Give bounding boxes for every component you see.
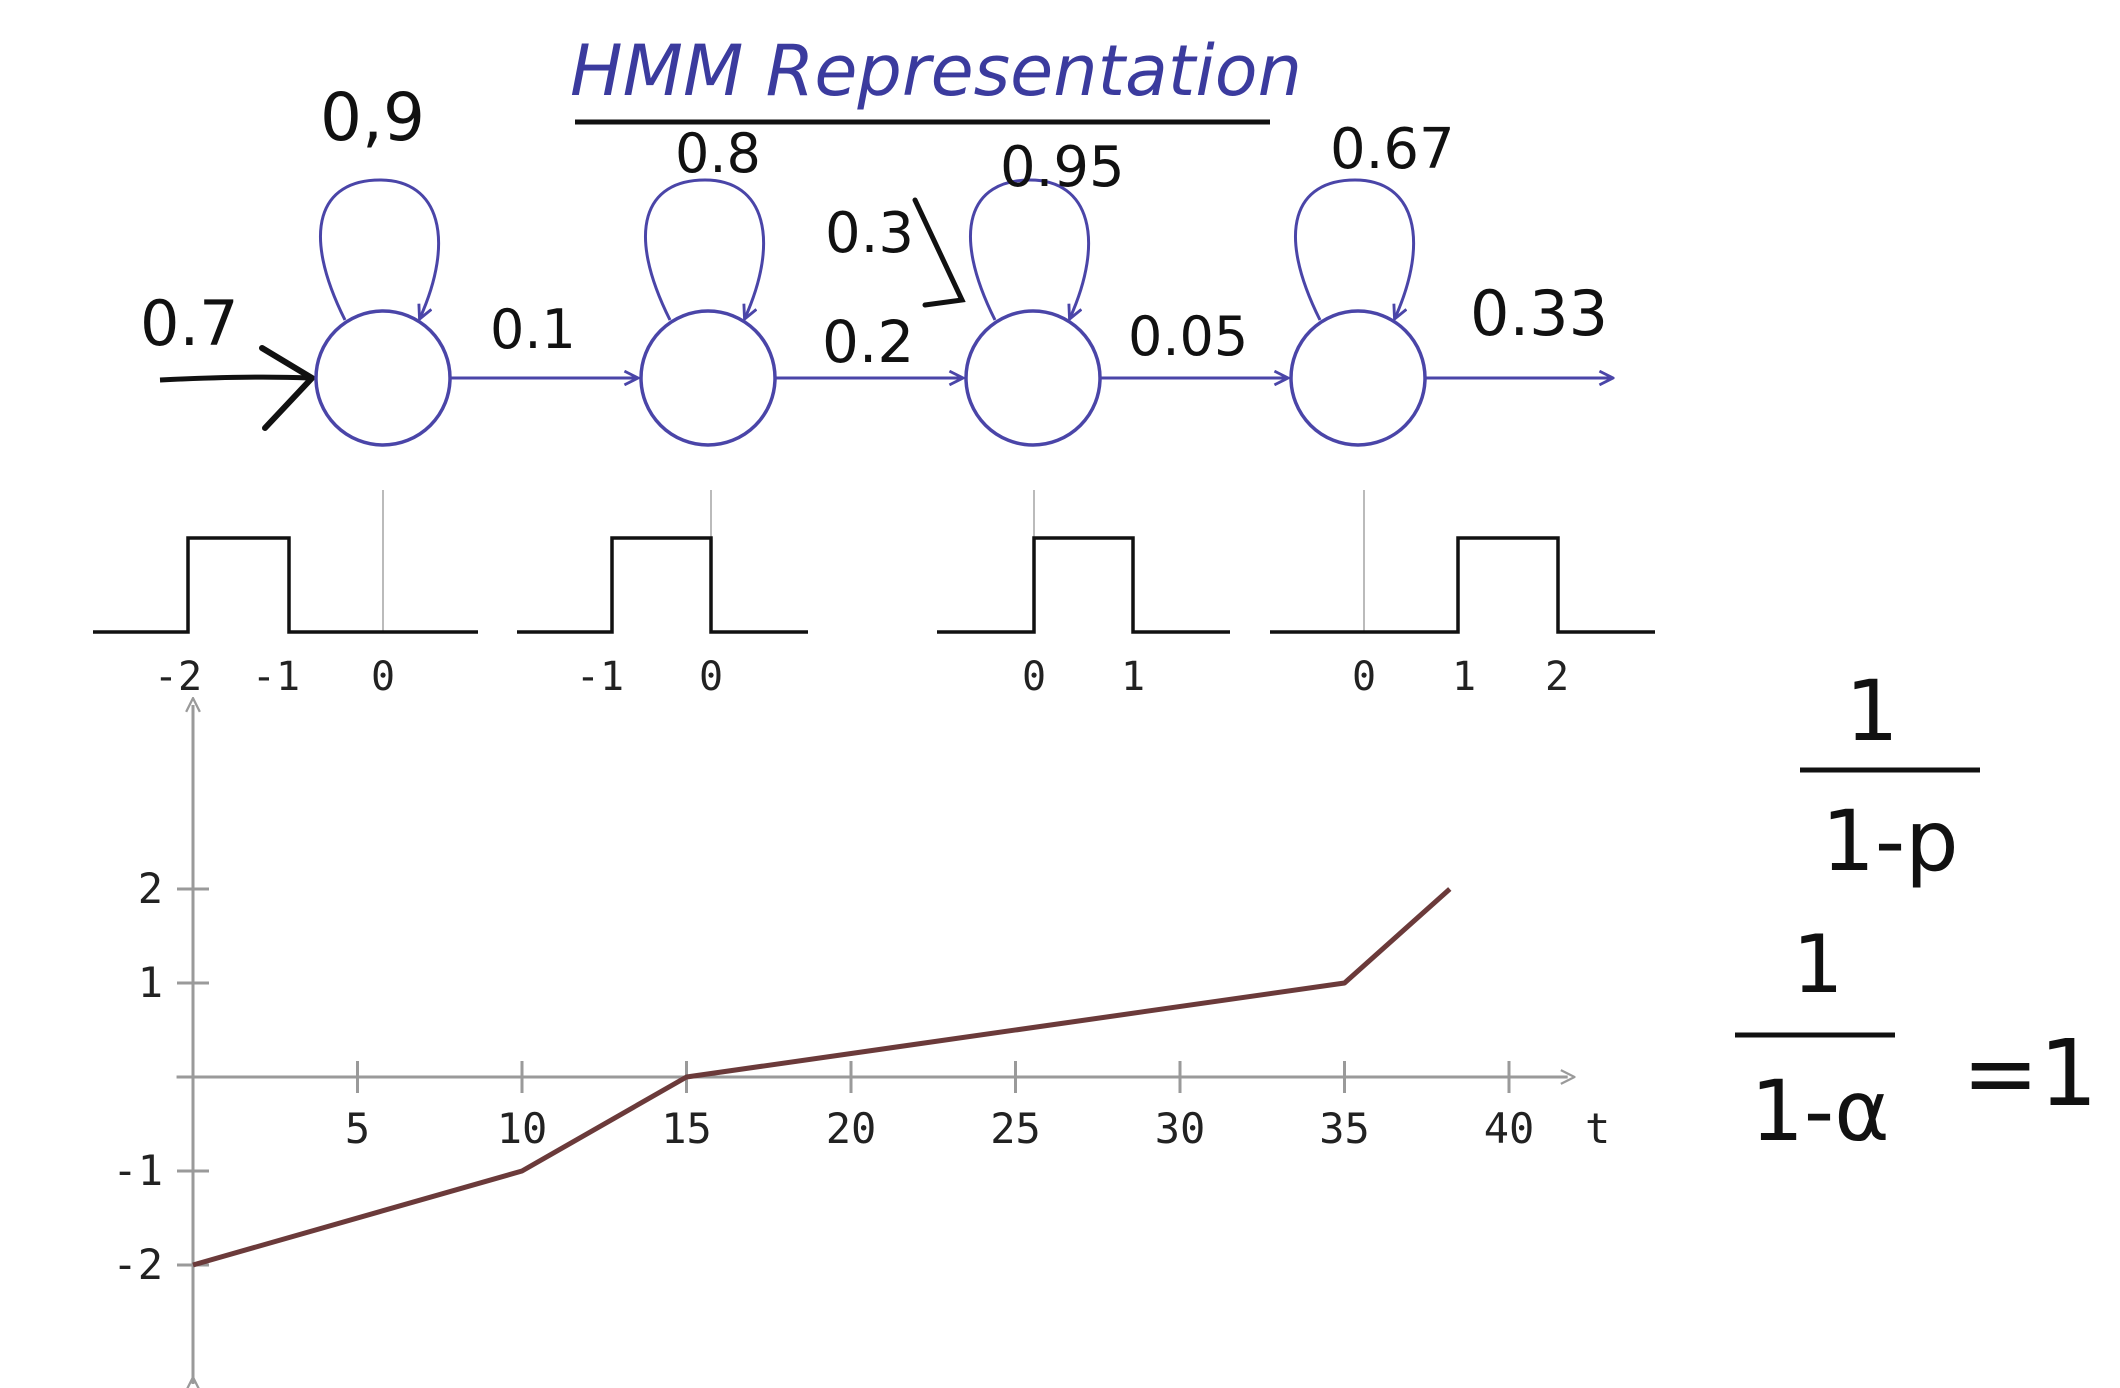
x-axis-label: t <box>1585 1104 1610 1153</box>
initial-prob-label: 0.7 <box>140 287 239 360</box>
y-tick-label: 1 <box>138 958 163 1007</box>
y-tick-label: -1 <box>112 1146 163 1195</box>
pulse-shape <box>93 536 478 634</box>
initial-arrow <box>159 374 311 383</box>
formula-rhs: =1 <box>1962 1020 2098 1127</box>
pulse-shape <box>517 536 808 634</box>
pulse-plot-2: -1 0 <box>517 490 808 700</box>
x-tick-label: 20 <box>826 1104 877 1153</box>
y-tick-label: -2 <box>112 1240 163 1289</box>
pulse-tick: -1 <box>576 654 624 700</box>
x-tick-label: 30 <box>1155 1104 1206 1153</box>
annotation-label: 0.3 <box>825 201 914 266</box>
data-line <box>192 887 1452 1268</box>
self-loop-prob: 0.8 <box>675 122 761 185</box>
x-tick-label: 10 <box>497 1104 548 1153</box>
state-circle <box>964 309 1102 447</box>
annotation-arrow <box>912 197 966 308</box>
self-loop-arrow <box>969 178 1091 320</box>
pulse-tick: -2 <box>154 654 202 700</box>
state-1: 0,9 0.1 <box>314 79 637 447</box>
line-chart: 5 10 15 20 25 30 35 40 t 2 1 -1 -2 <box>112 705 1610 1384</box>
pulse-plot-3: 0 1 <box>937 490 1230 700</box>
formula-denominator: 1-α <box>1750 1062 1889 1160</box>
self-loop-arrow <box>1294 178 1416 320</box>
pulse-plot-1: -2 -1 0 <box>93 490 478 700</box>
formula-numerator: 1 <box>1793 918 1844 1011</box>
x-tick-label: 15 <box>661 1104 712 1153</box>
transition-prob: 0.05 <box>1128 305 1248 368</box>
state-circle <box>314 309 452 447</box>
self-loop-arrow <box>644 178 766 320</box>
x-tick-label: 35 <box>1319 1104 1370 1153</box>
state-3: 0.95 0.05 <box>964 135 1287 447</box>
transition-prob: 0.2 <box>822 308 914 376</box>
self-loop-arrow <box>319 178 441 320</box>
pulse-shape <box>1270 536 1655 634</box>
pulse-shape <box>937 536 1230 634</box>
pulse-tick: 1 <box>1452 654 1476 700</box>
self-loop-prob: 0.67 <box>1330 117 1455 182</box>
pulse-tick: 2 <box>1545 654 1569 700</box>
transition-prob: 0.1 <box>490 298 576 361</box>
x-tick-label: 40 <box>1484 1104 1535 1153</box>
formula-2: 1 1-α =1 <box>1735 918 2098 1160</box>
state-circle <box>1289 309 1427 447</box>
transition-prob: 0.33 <box>1470 277 1608 350</box>
initial-arrow-head <box>259 345 317 431</box>
x-tick-label: 25 <box>990 1104 1041 1153</box>
formula-1: 1 1-p <box>1800 662 1980 890</box>
pulse-tick: 0 <box>1352 654 1376 700</box>
page-title: HMM Representation <box>570 30 1302 112</box>
formula-denominator: 1-p <box>1821 792 1958 890</box>
y-tick-label: 2 <box>138 864 163 913</box>
x-tick-label: 5 <box>345 1104 370 1153</box>
pulse-tick: -1 <box>252 654 300 700</box>
formula-numerator: 1 <box>1845 662 1898 760</box>
state-4: 0.67 0.33 <box>1289 117 1612 447</box>
self-loop-prob: 0,9 <box>320 79 425 156</box>
self-loop-prob: 0.95 <box>1000 135 1125 200</box>
pulse-tick: 0 <box>371 654 395 700</box>
state-2: 0.8 0.2 <box>639 122 962 447</box>
pulse-plot-4: 0 1 2 <box>1270 490 1655 700</box>
state-circle <box>639 309 777 447</box>
pulse-tick: 0 <box>1022 654 1046 700</box>
pulse-tick: 0 <box>699 654 723 700</box>
pulse-tick: 1 <box>1121 654 1145 700</box>
